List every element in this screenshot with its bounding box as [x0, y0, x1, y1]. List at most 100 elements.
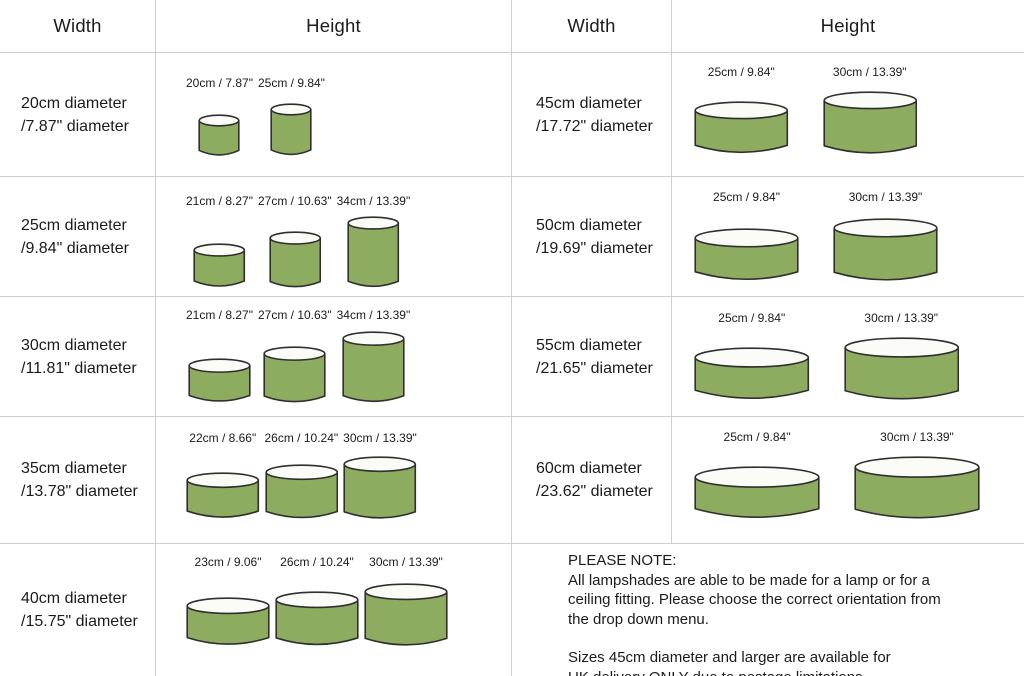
shade-height-label: 30cm / 13.39"	[343, 431, 417, 445]
lampshade-drum-illustration	[198, 113, 241, 156]
shade-height-label: 25cm / 9.84"	[707, 65, 775, 79]
note-paragraph-gap	[568, 629, 1014, 648]
width-cell: 35cm diameter/13.78" diameter	[0, 417, 155, 543]
note-text-line: ceiling fitting. Please choose the corre…	[568, 591, 941, 608]
width-diameter-label: 60cm diameter	[536, 460, 642, 477]
shade-height-label: 30cm / 13.39"	[832, 65, 907, 79]
shade-height-label: 25cm / 9.84"	[718, 311, 786, 325]
lampshade-drum-illustration	[364, 583, 448, 646]
shade-size-option: 30cm / 13.39"	[854, 430, 980, 519]
lampshade-drum-illustration	[694, 347, 810, 400]
left-height-column-header: Height	[306, 15, 361, 36]
shade-size-option: 30cm / 13.39"	[833, 190, 938, 281]
height-cell: 20cm / 7.87" 25cm / 9.84"	[156, 53, 511, 176]
lampshade-drum-illustration	[694, 466, 820, 519]
shade-height-label: 23cm / 9.06"	[194, 555, 262, 569]
shade-height-label: 34cm / 13.39"	[336, 308, 411, 322]
shade-height-label: 25cm / 9.84"	[713, 190, 780, 204]
height-cell: 21cm / 8.27" 27cm / 10.63" 34cm / 13.39"	[156, 177, 511, 296]
width-diameter-label: 55cm diameter	[536, 336, 642, 354]
width-diameter-label: 40cm diameter	[21, 590, 127, 607]
lampshade-drum-illustration	[264, 464, 338, 519]
lampshade-drum-illustration	[270, 103, 313, 156]
width-diameter-label: 20cm diameter	[21, 94, 127, 112]
shade-height-label: 21cm / 8.27"	[186, 194, 253, 208]
grid-line	[155, 0, 156, 676]
shade-height-label: 25cm / 9.84"	[723, 430, 791, 444]
shade-size-option: 30cm / 13.39"	[364, 555, 448, 646]
note-text-line: All lampshades are able to be made for a…	[568, 571, 930, 589]
width-cell: 55cm diameter/21.65" diameter	[512, 297, 671, 416]
shade-size-option: 27cm / 10.63"	[258, 194, 332, 288]
width-diameter-label: /23.62" diameter	[536, 483, 653, 500]
width-diameter-label: /17.72" diameter	[536, 117, 653, 135]
shade-height-label: 20cm / 7.87"	[186, 76, 253, 90]
right-width-column-header: Width	[567, 15, 616, 36]
shade-size-option: 34cm / 13.39"	[336, 194, 411, 288]
height-cell: 22cm / 8.66" 26cm / 10.24" 30cm / 13.39"	[156, 417, 511, 543]
delivery-note: PLEASE NOTE: All lampshades are able to …	[512, 544, 1024, 676]
note-text-line: the drop down menu.	[568, 610, 709, 628]
shade-size-option: 23cm / 9.06"	[186, 555, 270, 646]
shade-size-option: 30cm / 13.39"	[822, 65, 918, 154]
lampshade-drum-illustration	[343, 456, 417, 519]
shade-size-option: 25cm / 9.84"	[694, 65, 789, 154]
width-cell: 50cm diameter/19.69" diameter	[512, 177, 671, 296]
shade-height-label: 26cm / 10.24"	[264, 431, 339, 445]
width-cell: 25cm diameter/9.84" diameter	[0, 177, 155, 296]
lampshade-drum-illustration	[263, 346, 326, 403]
lampshade-drum-illustration	[854, 456, 980, 519]
lampshade-drum-illustration	[833, 218, 938, 281]
grid-line	[511, 0, 512, 676]
lampshade-drum-illustration	[275, 591, 359, 646]
lampshade-drum-illustration	[268, 231, 321, 288]
shade-size-option: 25cm / 9.84"	[694, 311, 810, 400]
shade-size-option: 25cm / 9.84"	[694, 430, 820, 519]
grid-line	[0, 543, 1024, 544]
width-cell: 20cm diameter/7.87" diameter	[0, 53, 155, 176]
shade-size-option: 20cm / 7.87"	[186, 76, 253, 156]
shade-size-option: 25cm / 9.84"	[258, 76, 325, 156]
shade-size-option: 25cm / 9.84"	[694, 190, 799, 281]
shade-height-label: 30cm / 13.39"	[369, 555, 443, 569]
width-diameter-label: 30cm diameter	[21, 336, 127, 354]
shade-size-option: 26cm / 10.24"	[275, 555, 359, 646]
shade-height-label: 34cm / 13.39"	[336, 194, 411, 208]
height-cell: 21cm / 8.27"27cm / 10.63"34cm / 13.39"	[156, 297, 511, 416]
width-diameter-label: 35cm diameter	[21, 460, 127, 477]
shade-height-label: 30cm / 13.39"	[880, 430, 954, 444]
width-cell: 60cm diameter/23.62" diameter	[512, 417, 671, 543]
note-text-line: UK delivery ONLY due to postage limitati…	[568, 668, 1014, 676]
shade-height-label: 30cm / 13.39"	[848, 190, 923, 204]
lampshade-drum-illustration	[188, 358, 251, 403]
lampshade-drum-illustration	[347, 216, 400, 288]
grid-line	[0, 176, 1024, 177]
shade-size-option: 22cm / 8.66"	[186, 431, 260, 519]
width-diameter-label: /19.69" diameter	[536, 239, 653, 257]
shade-size-option: 34cm / 13.39"	[336, 308, 411, 403]
width-diameter-label: 45cm diameter	[536, 94, 642, 112]
width-cell: 30cm diameter/11.81" diameter	[0, 297, 155, 416]
lampshade-drum-illustration	[193, 243, 246, 288]
grid-line	[0, 416, 1024, 417]
width-diameter-label: /21.65" diameter	[536, 359, 653, 377]
note-text-line: Sizes 45cm diameter and larger are avail…	[568, 649, 891, 666]
grid-line	[0, 52, 1024, 53]
shade-size-option: 30cm / 13.39"	[843, 311, 960, 400]
height-cell: 25cm / 9.84" 30cm / 13.39"	[672, 177, 1024, 296]
shade-height-label: 27cm / 10.63"	[257, 194, 332, 208]
shade-size-option: 30cm / 13.39"	[343, 431, 417, 519]
width-diameter-label: /13.78" diameter	[21, 483, 138, 500]
lampshade-drum-illustration	[186, 472, 260, 519]
shade-height-label: 30cm / 13.39"	[864, 311, 939, 325]
shade-height-label: 22cm / 8.66"	[189, 431, 257, 445]
width-cell: 40cm diameter/15.75" diameter	[0, 544, 155, 676]
lampshade-drum-illustration	[694, 228, 799, 281]
lampshade-drum-illustration	[186, 597, 270, 646]
width-diameter-label: /15.75" diameter	[21, 613, 138, 630]
shade-height-label: 25cm / 9.84"	[257, 76, 325, 90]
shade-size-option: 21cm / 8.27"	[186, 308, 253, 403]
lampshade-drum-illustration	[843, 337, 959, 400]
width-diameter-label: /7.87" diameter	[21, 117, 129, 135]
